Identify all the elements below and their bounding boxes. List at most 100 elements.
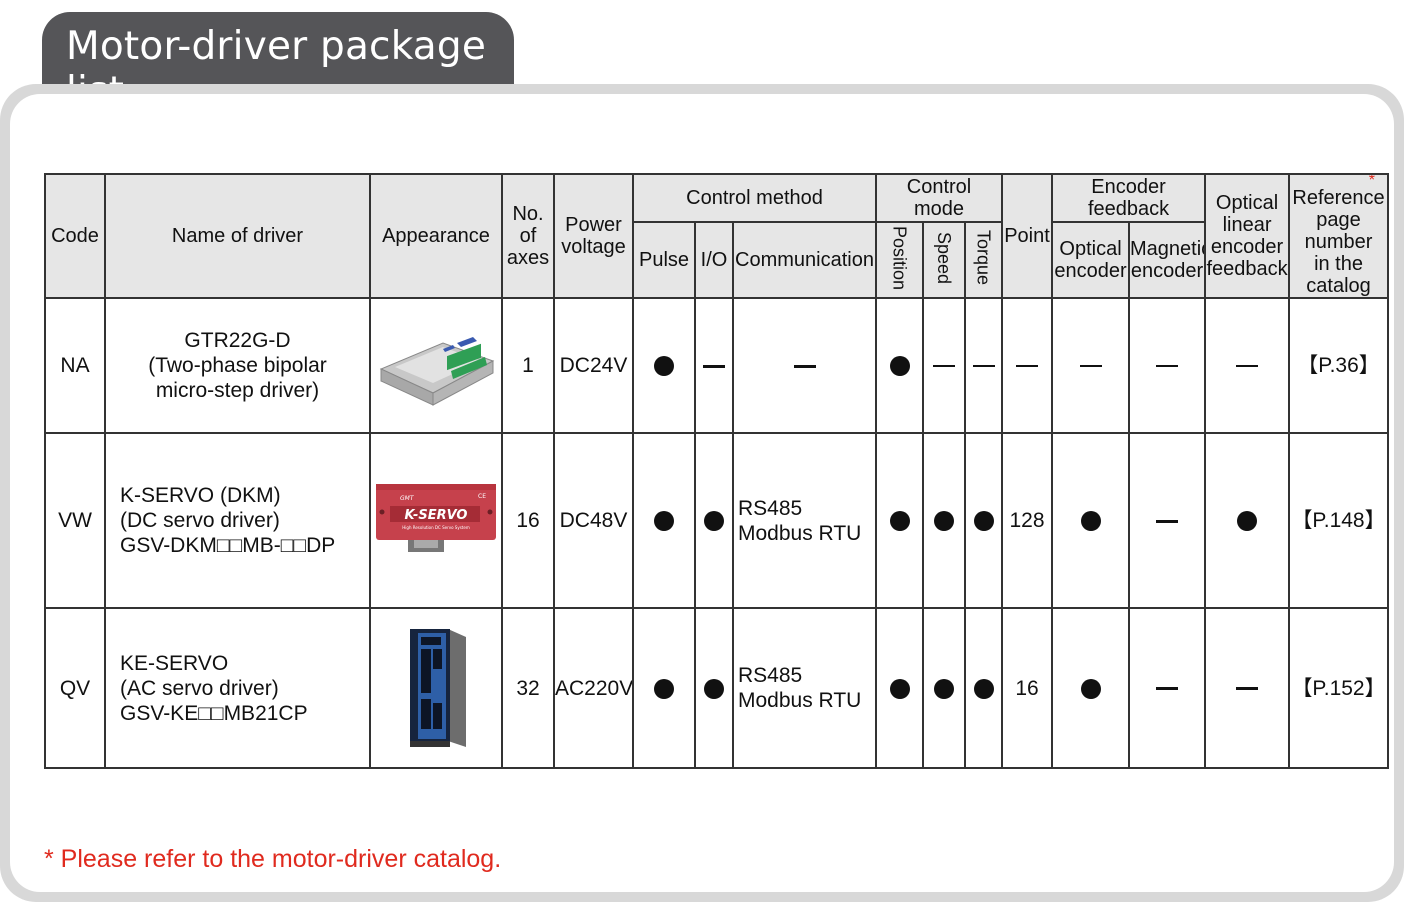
- cell-reference: 【P.148】: [1288, 432, 1390, 609]
- header-speed-label: Speed: [934, 231, 954, 284]
- table-row: QV KE-SERVO (AC servo driver) GSV-KE□□MB…: [44, 607, 1390, 769]
- k-servo-logo-text: K-SERVO: [404, 508, 467, 523]
- header-optical-encoder: Optical encoder: [1051, 221, 1131, 299]
- cell-appearance: [369, 297, 503, 434]
- header-encoder-feedback-line: feedback: [1087, 198, 1170, 221]
- cell-axes: 32: [501, 607, 555, 769]
- cell-pulse: [632, 432, 696, 609]
- gray-stepper-driver-image: [379, 336, 495, 406]
- cell-io: [694, 297, 734, 434]
- header-power-line: voltage: [561, 236, 626, 258]
- dot-mark: [889, 356, 910, 377]
- communication-line: Modbus RTU: [738, 521, 862, 545]
- header-position-label: Position: [889, 225, 910, 290]
- header-optical-linear-line: Optical: [1215, 192, 1279, 214]
- blue-ac-servo-driver-image: [410, 629, 466, 747]
- header-control-method: Control method: [632, 172, 877, 224]
- dash-mark: [1079, 365, 1102, 368]
- header-io: I/O: [694, 221, 734, 299]
- dash-mark: [972, 365, 995, 368]
- header-optical-encoder-line: encoder: [1054, 260, 1127, 283]
- cell-name: KE-SERVO (AC servo driver) GSV-KE□□MB21C…: [104, 607, 371, 769]
- dot-mark: [704, 511, 724, 532]
- cell-magnetic-encoder: [1128, 432, 1207, 609]
- dash-mark: [793, 364, 816, 368]
- cell-optical-linear: [1204, 297, 1291, 434]
- header-pulse: Pulse: [632, 221, 696, 299]
- cell-speed: [922, 607, 966, 769]
- dot-mark: [654, 356, 674, 377]
- cell-optical-encoder: [1051, 607, 1131, 769]
- header-control-mode-line: Control: [906, 176, 972, 199]
- cell-communication: [732, 297, 877, 434]
- name-line: K-SERVO (DKM): [120, 484, 281, 507]
- header-optical-linear-line: feedback: [1206, 258, 1288, 280]
- cell-optical-linear: [1204, 432, 1291, 609]
- cell-speed: [922, 432, 966, 609]
- cell-appearance: [369, 607, 503, 769]
- dot-mark: [704, 678, 724, 699]
- communication-line: RS485: [738, 496, 803, 520]
- cell-power: DC24V: [553, 297, 634, 434]
- cell-name: K-SERVO (DKM) (DC servo driver) GSV-DKM□…: [104, 432, 371, 609]
- header-code: Code: [44, 173, 106, 299]
- cell-speed: [922, 297, 966, 434]
- header-axes: No. of axes: [501, 173, 555, 299]
- ce-mark-text: CE: [478, 493, 486, 500]
- cell-axes: 1: [501, 297, 555, 434]
- name-line: KE-SERVO: [120, 651, 229, 675]
- header-encoder-feedback-line: Encoder: [1091, 176, 1166, 199]
- header-encoder-feedback: Encoder feedback: [1051, 172, 1207, 224]
- footnote: * Please refer to the motor-driver catal…: [44, 845, 502, 873]
- dash-mark: [1236, 687, 1259, 691]
- dot-mark: [889, 678, 910, 699]
- dot-mark: [973, 678, 994, 699]
- header-axes-line: axes: [506, 247, 550, 269]
- name-line: GTR22G-D: [184, 329, 291, 352]
- header-optical-encoder-line: Optical: [1059, 238, 1122, 261]
- header-axes-line: of: [519, 225, 537, 247]
- header-axes-line: No.: [512, 203, 544, 225]
- cell-optical-encoder: [1051, 297, 1131, 434]
- header-power-line: Power: [565, 214, 622, 236]
- header-reference: * Reference page number in the catalog: [1288, 173, 1390, 299]
- header-magnetic-encoder-line: Magnetic: [1130, 238, 1206, 261]
- cell-torque: [963, 297, 1004, 434]
- header-control-mode-line: mode: [913, 198, 965, 221]
- dot-mark: [934, 511, 954, 532]
- cell-torque: [963, 607, 1004, 769]
- cell-io: [694, 432, 734, 609]
- header-optical-linear: Optical linear encoder feedback: [1204, 173, 1291, 299]
- communication-line: RS485: [738, 664, 803, 687]
- cell-magnetic-encoder: [1128, 607, 1207, 769]
- dot-mark: [934, 678, 954, 699]
- cell-code: QV: [44, 607, 106, 769]
- cell-io: [694, 607, 734, 769]
- cell-magnetic-encoder: [1128, 297, 1207, 434]
- gmt-logo-text: GMT: [400, 495, 415, 502]
- communication-line: Modbus RTU: [738, 689, 862, 712]
- cell-position: [875, 607, 924, 769]
- header-optical-linear-line: linear: [1222, 214, 1272, 236]
- header-communication: Communication: [732, 221, 877, 299]
- cell-pulse: [632, 297, 696, 434]
- cell-torque: [963, 432, 1004, 609]
- cell-communication: RS485 Modbus RTU: [732, 432, 877, 609]
- table-row: VW K-SERVO (DKM) (DC servo driver) GSV-D…: [44, 432, 1390, 609]
- title-tab: Motor-driver package list: [42, 12, 514, 114]
- cell-position: [875, 432, 924, 609]
- k-servo-sub-text: High Resolution DC Servo System: [402, 525, 470, 530]
- cell-reference: 【P.152】: [1288, 607, 1390, 769]
- header-reference-line: in the catalog: [1306, 253, 1371, 297]
- name-line: (Two-phase bipolar: [148, 354, 327, 377]
- cell-axes: 16: [501, 432, 555, 609]
- cell-power: DC48V: [553, 432, 634, 609]
- cell-position: [875, 297, 924, 434]
- reference-asterisk: *: [1368, 174, 1376, 189]
- header-appearance: Appearance: [369, 173, 503, 299]
- dash-mark: [933, 365, 955, 368]
- cell-name: GTR22G-D (Two-phase bipolar micro-step d…: [104, 297, 371, 434]
- dot-mark: [889, 511, 910, 532]
- header-reference-line: Reference: [1292, 187, 1385, 209]
- cell-point: 16: [1001, 607, 1054, 769]
